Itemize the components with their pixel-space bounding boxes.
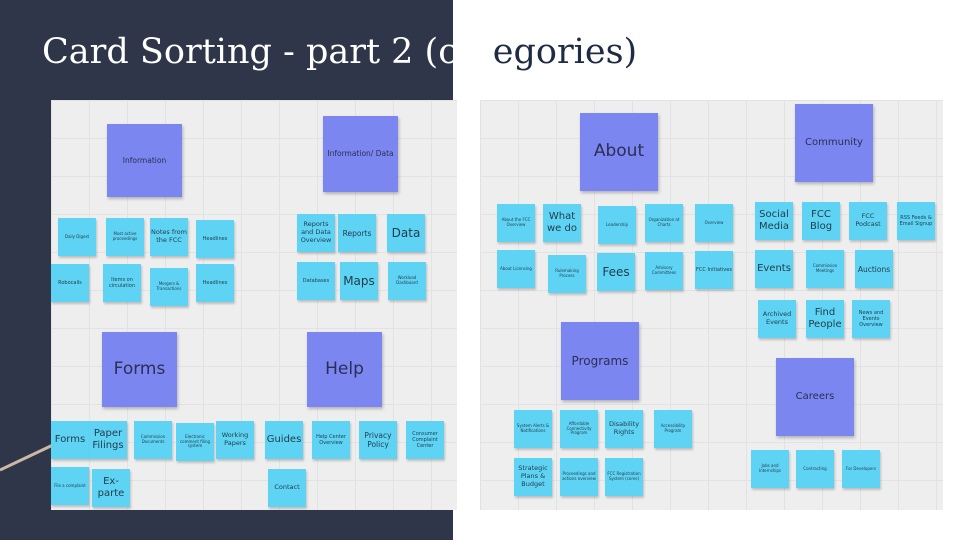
card-daily-digest[interactable]: Daily Digest [58,218,96,256]
card-working-papers[interactable]: Working Papers [216,421,254,459]
card-consumer-complaint-center[interactable]: Consumer Complaint Center [406,421,444,459]
card-reports[interactable]: Reports [338,214,376,252]
card-fcc-registration-system[interactable]: FCC Registration System (cores) [605,458,643,496]
card-guides[interactable]: Guides [265,421,303,459]
card-find-people[interactable]: Find People [806,300,844,338]
category-information[interactable]: Information [107,124,182,197]
card-workload-dashboard[interactable]: Workload Dashboard [388,262,426,300]
card-headlines[interactable]: Headlines [196,220,234,258]
card-jobs-internships[interactable]: Jobs and Internships [751,450,789,488]
card-most-active-proceedings[interactable]: Most active proceedings [106,218,144,256]
category-information-data[interactable]: Information/ Data [323,116,398,192]
card-forms[interactable]: Forms [51,421,89,459]
category-forms[interactable]: Forms [102,332,177,407]
card-advisory-committees[interactable]: Advisory Committees [645,252,683,290]
card-fcc-podcast[interactable]: FCC Podcast [849,202,887,240]
card-about-licensing[interactable]: About Licensing [497,250,535,288]
title-part-on-light: egories) [492,32,638,72]
card-fcc-blog[interactable]: FCC Blog [802,202,840,240]
card-commission-meetings[interactable]: Commission Meetings [806,250,844,288]
card-social-media[interactable]: Social Media [755,202,793,240]
card-for-developers[interactable]: For Developers [842,450,880,488]
card-organization-charts[interactable]: Organization at Charts [645,204,683,242]
card-robocalls[interactable]: Robocalls [51,264,89,302]
card-databases[interactable]: Databases [297,262,335,300]
card-contact[interactable]: Contact [268,469,306,507]
card-proceedings-actions-overview[interactable]: Proceedings and actions overview [560,458,598,496]
card-archived-events[interactable]: Archived Events [758,300,796,338]
connector-line [0,442,56,472]
category-help[interactable]: Help [307,332,382,407]
card-accessibility-program[interactable]: Accessibility Program [654,410,692,448]
card-maps[interactable]: Maps [340,262,378,300]
card-reports-data-overview[interactable]: Reports and Data Overview [297,214,335,252]
card-headlines-2[interactable]: Headlines [196,264,234,302]
category-programs[interactable]: Programs [561,322,639,400]
card-disability-rights[interactable]: Disability Rights [605,410,643,448]
card-ex-parte[interactable]: Ex-parte [92,469,130,507]
card-paper-filings[interactable]: Paper Filings [89,421,127,459]
card-strategic-plans-budget[interactable]: Strategic Plans & Budget [514,458,552,496]
card-data[interactable]: Data [387,214,425,252]
card-file-a-complaint[interactable]: File a complaint [51,467,89,505]
card-rss-feeds-email-signup[interactable]: RSS Feeds & Email Signup [897,202,935,240]
card-sort-board-right: About Community Programs Careers About t… [480,100,943,510]
card-help-center-overview[interactable]: Help Center Overview [312,421,350,459]
card-system-alerts-notifications[interactable]: System Alerts & Notifications [514,410,552,448]
title-part-on-dark: Card Sorting - part 2 (cat [42,32,493,72]
slide-title: Card Sorting - part 2 (categories) [42,32,637,72]
card-items-on-circulation[interactable]: Items on circulation [103,264,141,302]
card-rulemaking-process[interactable]: Rulemaking Process [548,255,586,293]
card-notes-from-fcc[interactable]: Notes from the FCC [150,218,188,256]
category-about[interactable]: About [580,113,658,191]
card-events[interactable]: Events [755,250,793,288]
card-mergers-transactions[interactable]: Mergers & Transactions [150,268,188,306]
category-careers[interactable]: Careers [776,358,854,436]
card-auctions[interactable]: Auctions [855,250,893,288]
card-privacy-policy[interactable]: Privacy Policy [359,421,397,459]
card-about-fcc-overview[interactable]: About the FCC Overview [497,204,535,242]
category-community[interactable]: Community [795,104,873,182]
card-sort-board-left: Information Information/ Data Forms Help… [51,100,457,510]
card-fcc-initiatives[interactable]: FCC Initiatives [695,251,733,289]
card-news-events-overview[interactable]: News and Events Overview [852,300,890,338]
card-contracting[interactable]: Contracting [796,450,834,488]
card-electronic-comment-filing[interactable]: Electronic comment filing system [176,423,214,461]
card-what-we-do[interactable]: What we do [543,204,581,242]
card-fees[interactable]: Fees [597,253,635,291]
card-affordable-connectivity-program[interactable]: Affordable Connectivity Program [560,410,598,448]
card-leadership[interactable]: Leadership [598,206,636,244]
card-commission-documents[interactable]: Commission Documents [134,421,172,459]
card-overview[interactable]: Overview [695,204,733,242]
